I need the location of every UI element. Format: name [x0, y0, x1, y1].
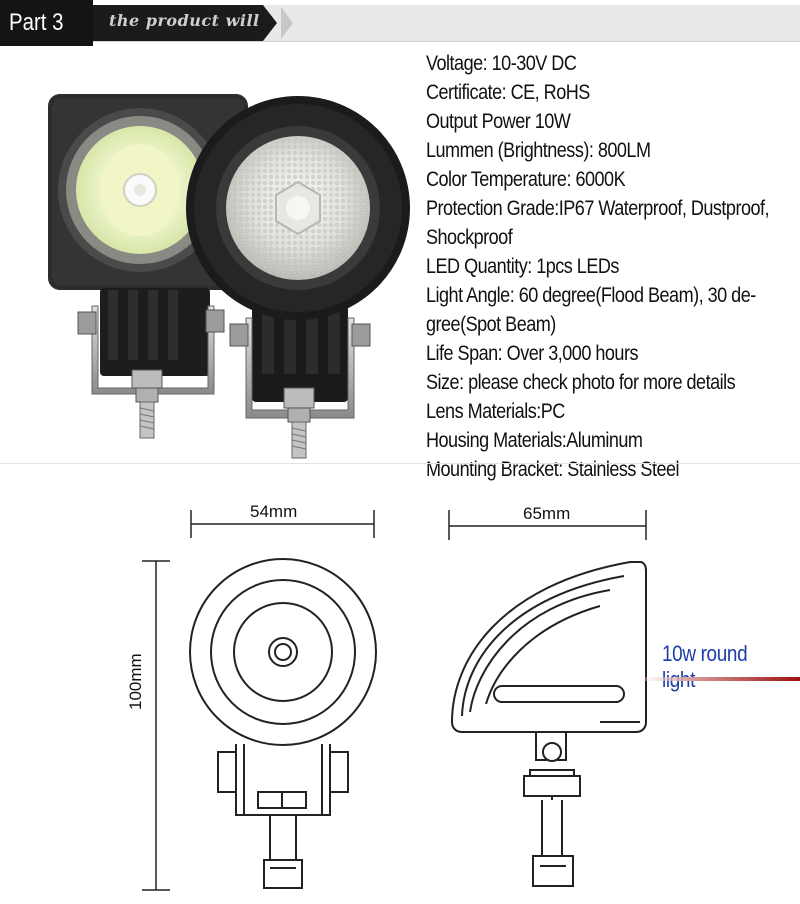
- spec-color-temperature: Color Temperature: 6000K: [426, 168, 626, 191]
- width-front-label: 54mm: [250, 502, 298, 521]
- page-header: Part 3 the product will: [0, 0, 800, 46]
- spec-output-power: Output Power 10W: [426, 110, 571, 133]
- spec-led-quantity: LED Quantity: 1pcs LEDs: [426, 255, 619, 278]
- part-label: Part 3: [9, 9, 64, 36]
- spec-certificate: Certificate: CE, RoHS: [426, 81, 590, 104]
- banner-arrow-icon: [263, 5, 277, 41]
- front-view-drawing: [189, 558, 377, 889]
- banner-title: the product will: [109, 11, 260, 30]
- spec-protection-grade-cont: Shockproof: [426, 226, 513, 249]
- spec-voltage: Voltage: 10-30V DC: [426, 52, 577, 75]
- section-banner: the product will: [93, 5, 800, 42]
- side-view-drawing: [450, 561, 647, 887]
- callout-line: [628, 677, 800, 681]
- spec-list: Voltage: 10-30V DC Certificate: CE, RoHS…: [426, 49, 796, 484]
- round-light: [186, 96, 410, 459]
- spec-protection-grade: Protection Grade:IP67 Waterproof, Dustpr…: [426, 197, 770, 220]
- part-tab: Part 3: [0, 0, 93, 46]
- spec-light-angle: Light Angle: 60 degree(Flood Beam), 30 d…: [426, 284, 756, 307]
- section-divider: [0, 463, 800, 464]
- spec-housing-materials: Housing Materials:Aluminum: [426, 429, 643, 452]
- spec-size: Size: please check photo for more detail…: [426, 371, 736, 394]
- spec-life-span: Life Span: Over 3,000 hours: [426, 342, 638, 365]
- width-side-label: 65mm: [523, 504, 571, 523]
- banner-dark-block: the product will: [93, 5, 263, 41]
- spec-brightness: Lummen (Brightness): 800LM: [426, 139, 651, 162]
- spec-lens-materials: Lens Materials:PC: [426, 400, 565, 423]
- banner-chevron-icon: [281, 7, 293, 39]
- dimension-drawing: [142, 510, 800, 891]
- spec-light-angle-cont: gree(Spot Beam): [426, 313, 556, 336]
- product-photo: [48, 94, 410, 459]
